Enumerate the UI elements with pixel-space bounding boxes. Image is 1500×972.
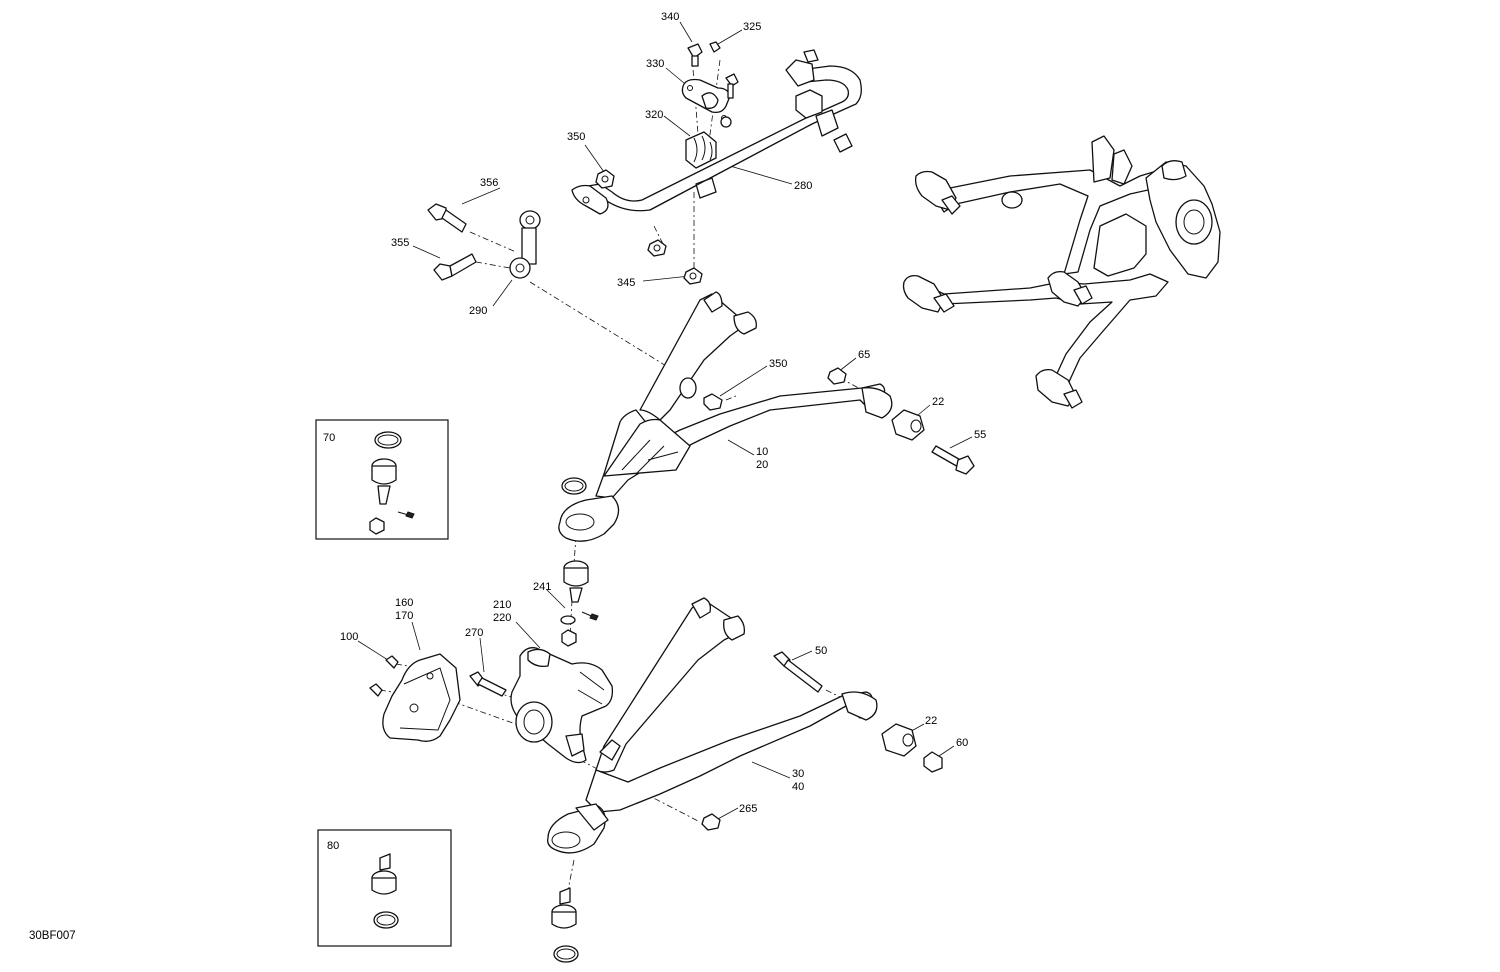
detail-box-80 [317, 829, 452, 947]
callout-160: 160 [395, 597, 413, 609]
callout-170: 170 [395, 610, 413, 622]
figure-code: 30BF007 [29, 930, 76, 942]
callout-330: 330 [646, 58, 664, 70]
callout-22-upper: 22 [932, 396, 944, 408]
lower-arm-bushing-22 [881, 723, 917, 757]
nut-350-arm [703, 393, 723, 411]
stabilizer-link [509, 210, 541, 279]
callout-10: 10 [756, 446, 768, 458]
upper-a-arm [558, 291, 893, 542]
bolt-270 [469, 671, 507, 697]
screws-100 [369, 655, 399, 697]
callout-280: 280 [794, 180, 812, 192]
nut-265 [701, 813, 721, 831]
knuckle-guard [382, 653, 461, 742]
nut-60 [923, 751, 943, 773]
callout-40: 40 [792, 781, 804, 793]
callout-350-arm: 350 [769, 358, 787, 370]
callout-265: 265 [739, 803, 757, 815]
steering-knuckle [510, 647, 614, 764]
callout-50: 50 [815, 645, 827, 657]
washer-and-nut [560, 615, 577, 647]
assembled-suspension-view [902, 135, 1221, 409]
upper-arm-bushing-22 [891, 409, 925, 441]
callout-356: 356 [480, 177, 498, 189]
callout-290: 290 [469, 305, 487, 317]
nut-65 [827, 367, 847, 385]
bolt-55 [931, 445, 975, 475]
callout-355: 355 [391, 237, 409, 249]
callout-350-top: 350 [567, 131, 585, 143]
callout-30: 30 [792, 768, 804, 780]
callout-labels: 340 325 330 320 350 356 280 355 345 290 … [29, 11, 986, 942]
upper-ball-joint [563, 560, 599, 621]
clamp-bolts [687, 41, 739, 128]
callout-60: 60 [956, 737, 968, 749]
bolt-50 [773, 651, 823, 693]
lower-ball-joint [551, 887, 577, 929]
snap-ring-lower [553, 945, 579, 963]
callout-325: 325 [743, 21, 761, 33]
callout-100: 100 [340, 631, 358, 643]
callout-65: 65 [858, 349, 870, 361]
stabilizer-bushing-and-clamp [681, 78, 731, 169]
nut-345-upper [647, 239, 667, 257]
callout-80: 80 [327, 840, 339, 852]
link-bolt-356 [427, 203, 467, 233]
callout-345: 345 [617, 277, 635, 289]
callout-320: 320 [645, 109, 663, 121]
stabilizer-bar-mount [785, 49, 853, 153]
nut-350-upper [595, 169, 615, 189]
nut-345-lower [683, 267, 703, 285]
link-bolt-355 [433, 253, 477, 281]
callout-22-lower: 22 [925, 715, 937, 727]
callout-220: 220 [493, 612, 511, 624]
callout-20: 20 [756, 459, 768, 471]
callout-70: 70 [323, 432, 335, 444]
callout-210: 210 [493, 599, 511, 611]
lower-a-arm [547, 597, 878, 854]
callout-340: 340 [661, 11, 679, 23]
snap-ring-upper [561, 477, 587, 495]
callout-55: 55 [974, 429, 986, 441]
detail-box-70 [315, 419, 449, 540]
callout-270: 270 [465, 627, 483, 639]
callout-241: 241 [533, 581, 551, 593]
